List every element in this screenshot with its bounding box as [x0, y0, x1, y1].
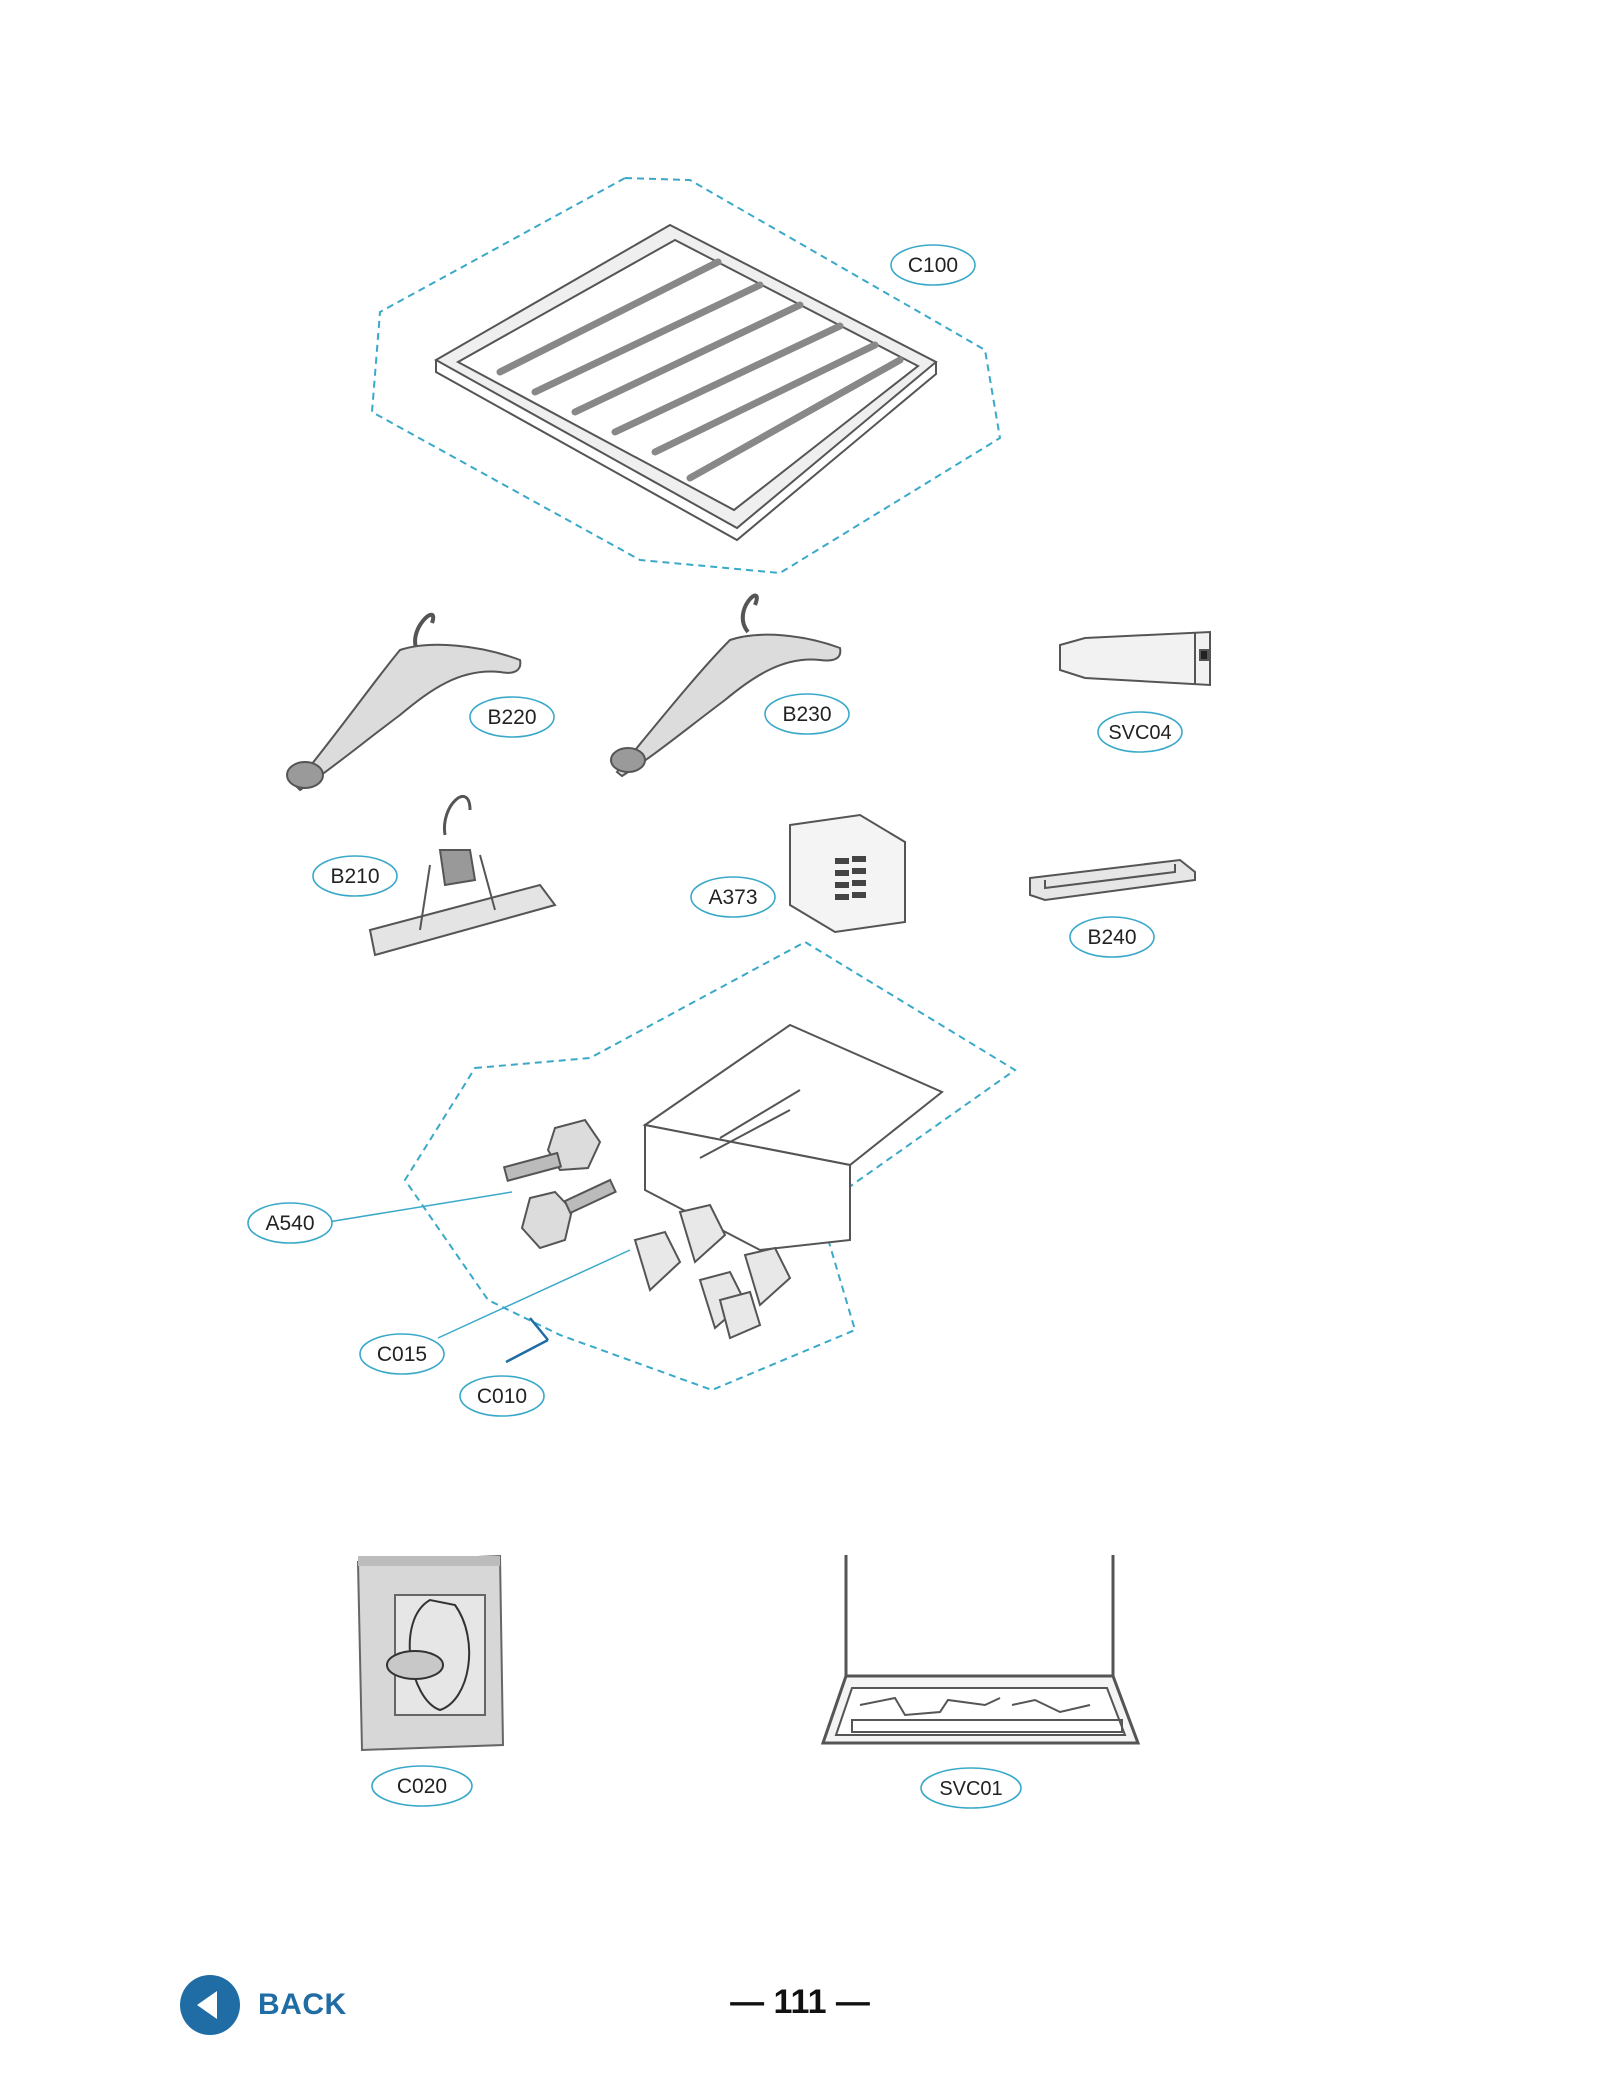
- hanger-b230-icon: [610, 593, 842, 778]
- svg-text:B220: B220: [487, 706, 536, 729]
- back-label[interactable]: BACK: [258, 1988, 347, 2021]
- label-c100[interactable]: C100: [890, 244, 976, 286]
- label-c020[interactable]: C020: [371, 1765, 473, 1807]
- svg-text:B210: B210: [330, 865, 379, 888]
- c100-group: [370, 176, 1002, 575]
- template-svc01-icon: [820, 1555, 1141, 1745]
- svg-text:SVC01: SVC01: [939, 1778, 1002, 1800]
- page-number: — 111 —: [730, 1983, 870, 2021]
- labels: C100 B220 B230 SVC04 B210 A373 B240 A54: [247, 244, 1183, 1809]
- svg-text:B240: B240: [1087, 926, 1136, 949]
- label-svc04[interactable]: SVC04: [1097, 711, 1183, 753]
- label-b210[interactable]: B210: [312, 855, 398, 897]
- svg-text:C015: C015: [377, 1343, 427, 1366]
- leveling-foot-icon: [502, 1118, 617, 1250]
- storage-box-icon: [642, 1023, 944, 1252]
- tube-svc04-icon: [1059, 630, 1211, 687]
- label-c010[interactable]: C010: [459, 1375, 545, 1417]
- drying-rack-icon: [433, 223, 938, 542]
- label-b220[interactable]: B220: [469, 696, 555, 738]
- label-svc01[interactable]: SVC01: [920, 1767, 1022, 1809]
- svg-text:A540: A540: [265, 1212, 314, 1235]
- svg-text:C020: C020: [397, 1775, 447, 1798]
- bag-c020-icon: [356, 1554, 505, 1752]
- cone-spikes-icon: [633, 1203, 792, 1340]
- label-b240[interactable]: B240: [1069, 916, 1155, 958]
- svg-text:C100: C100: [908, 254, 958, 277]
- c010-group: [403, 940, 1017, 1392]
- label-a373[interactable]: A373: [690, 876, 776, 918]
- c100-dashed-boundary: [370, 176, 1002, 575]
- hanger-b220-icon: [286, 612, 522, 792]
- back-arrow-icon[interactable]: [180, 1975, 240, 2035]
- bracket-b240-icon: [1029, 858, 1196, 902]
- svg-text:SVC04: SVC04: [1108, 722, 1171, 744]
- back-button[interactable]: BACK: [180, 1975, 347, 2035]
- card-a373-icon: [789, 813, 906, 934]
- svg-text:A373: A373: [708, 886, 757, 909]
- hanger-b210-icon: [368, 794, 557, 957]
- label-a540[interactable]: A540: [247, 1202, 333, 1244]
- svg-text:C010: C010: [477, 1385, 527, 1408]
- label-b230[interactable]: B230: [764, 693, 850, 735]
- label-c015[interactable]: C015: [359, 1333, 445, 1375]
- svg-text:B230: B230: [782, 703, 831, 726]
